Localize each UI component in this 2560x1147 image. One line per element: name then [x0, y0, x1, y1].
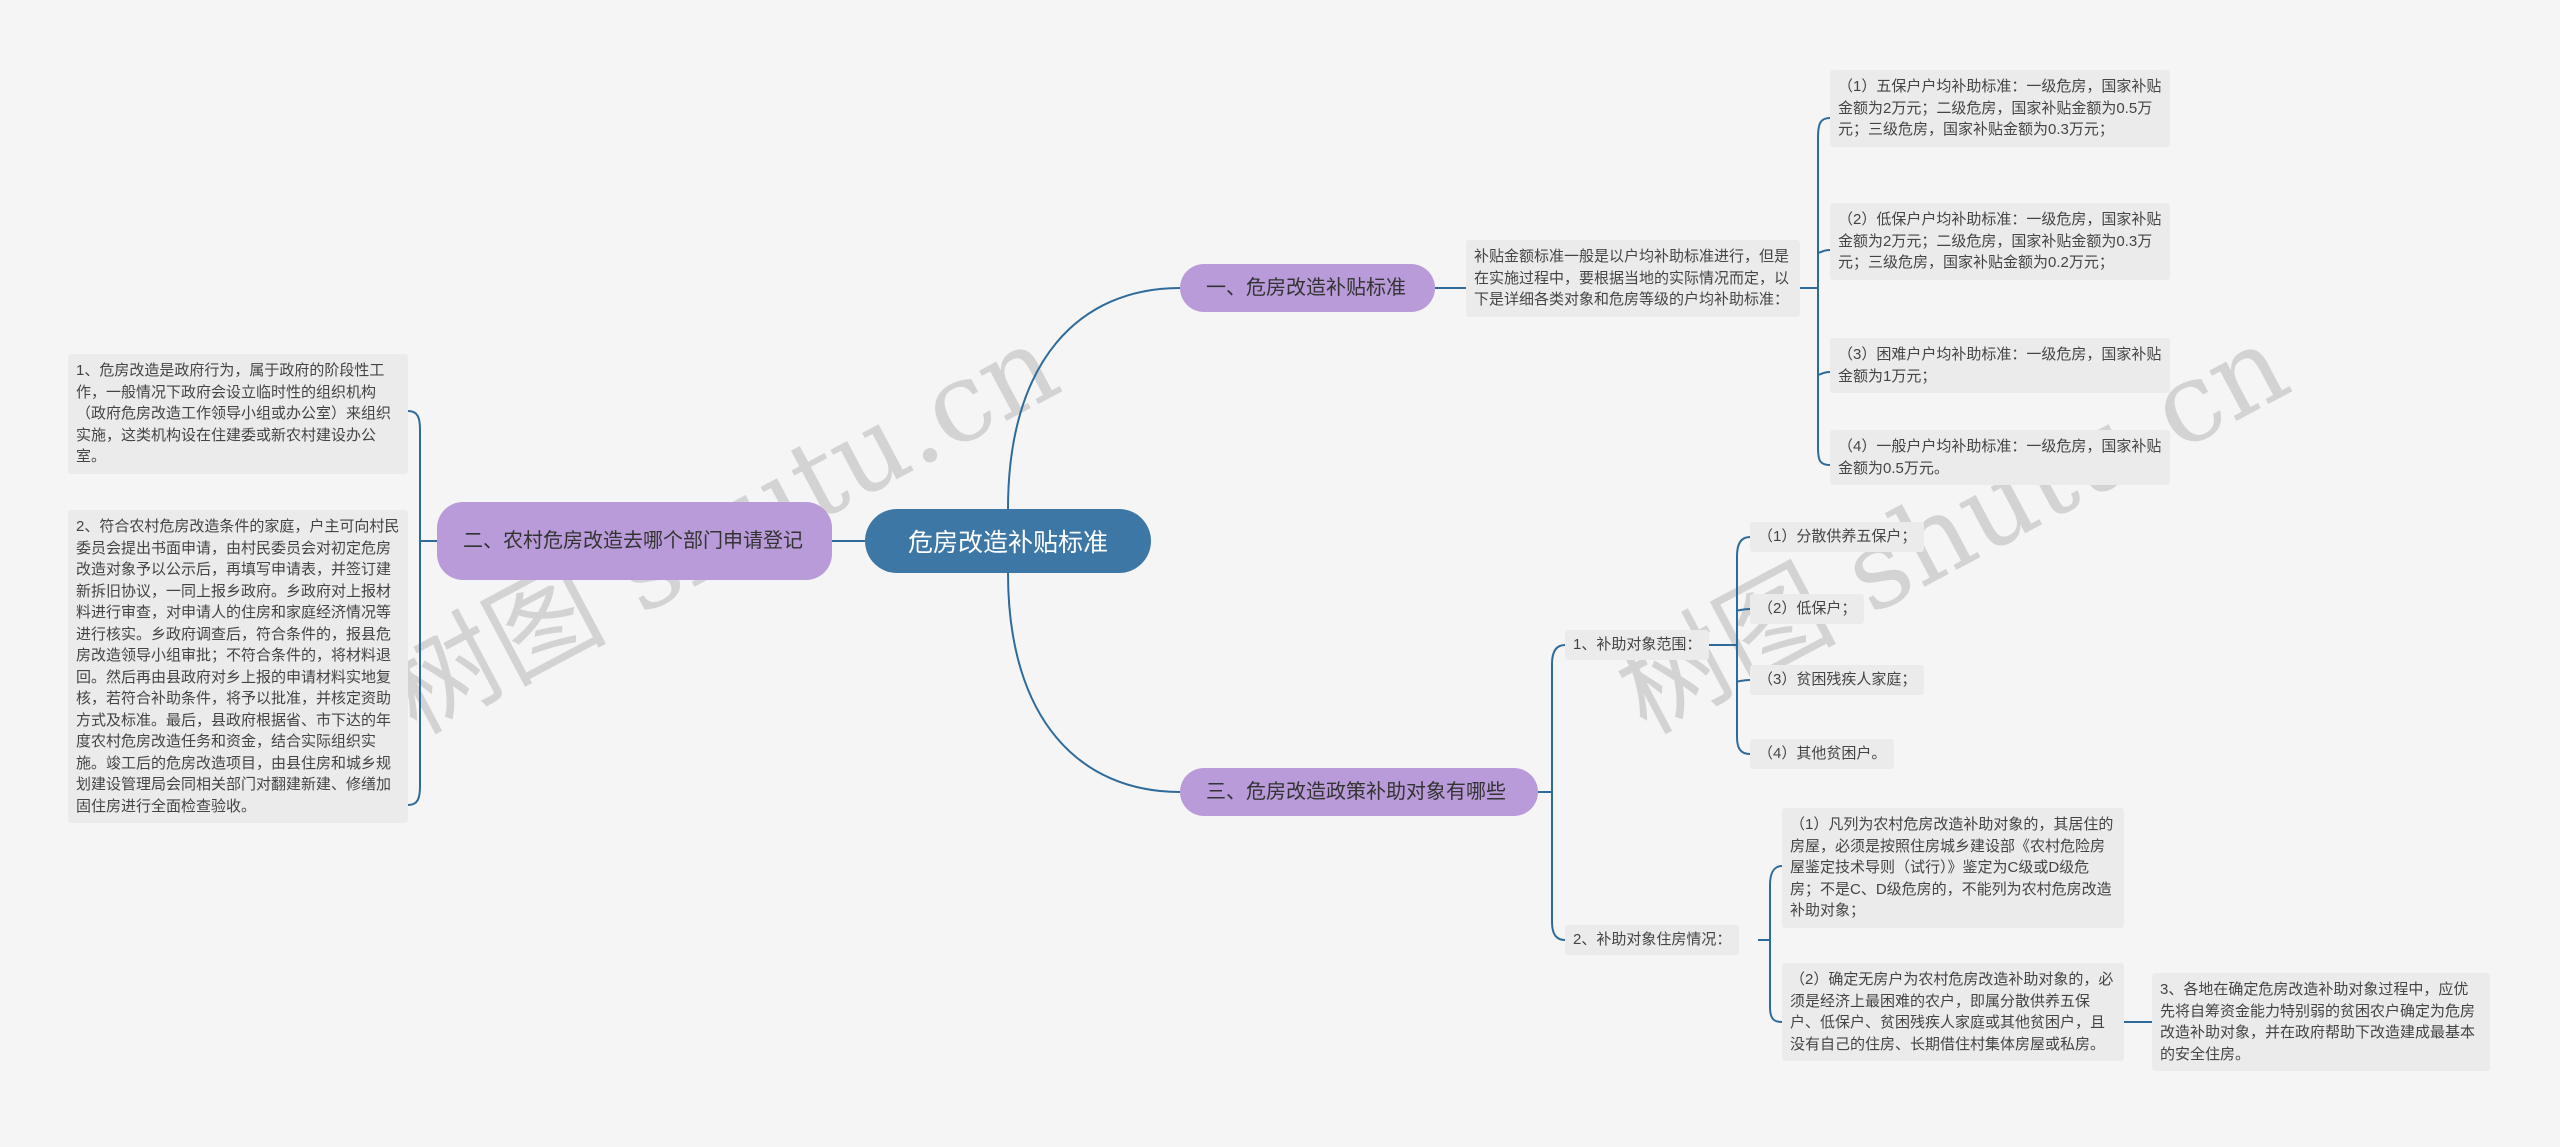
scope-item[interactable]: （3）贫困残疾人家庭；	[1750, 665, 1925, 695]
subsidy-item-card[interactable]: （1）五保户户均补助标准：一级危房，国家补贴金额为2万元；二级危房，国家补贴金额…	[1830, 70, 2170, 147]
subsidy-intro-card[interactable]: 补贴金额标准一般是以户均补助标准进行，但是在实施过程中，要根据当地的实际情况而定…	[1466, 240, 1800, 317]
branch-subsidy-targets[interactable]: 三、危房改造政策补助对象有哪些	[1180, 768, 1538, 816]
subsidy-item-card[interactable]: （4）一般户户均补助标准：一级危房，国家补贴金额为0.5万元。	[1830, 430, 2170, 485]
housing-item-card[interactable]: （1）凡列为农村危房改造补助对象的，其居住的房屋，必须是按照住房城乡建设部《农村…	[1782, 808, 2124, 928]
subsidy-item-card[interactable]: （2）低保户户均补助标准：一级危房，国家补贴金额为2万元；二级危房，国家补贴金额…	[1830, 203, 2170, 280]
subsidy-item-card[interactable]: （3）困难户户均补助标准：一级危房，国家补贴金额为1万元；	[1830, 338, 2170, 393]
housing-note-card[interactable]: 3、各地在确定危房改造补助对象过程中，应优先将自筹资金能力特别弱的贫困农户确定为…	[2152, 973, 2490, 1071]
scope-item[interactable]: （1）分散供养五保户；	[1750, 522, 1925, 552]
housing-label[interactable]: 2、补助对象住房情况：	[1565, 925, 1740, 955]
scope-label[interactable]: 1、补助对象范围：	[1565, 630, 1710, 660]
branch-subsidy-standard[interactable]: 一、危房改造补贴标准	[1180, 264, 1435, 312]
root-topic[interactable]: 危房改造补贴标准	[865, 509, 1151, 573]
application-item-card[interactable]: 1、危房改造是政府行为，属于政府的阶段性工作，一般情况下政府会设立临时性的组织机…	[68, 354, 408, 474]
housing-item-card[interactable]: （2）确定无房户为农村危房改造补助对象的，必须是经济上最困难的农户，即属分散供养…	[1782, 963, 2124, 1061]
scope-item[interactable]: （4）其他贫困户。	[1750, 739, 1895, 769]
branch-application-department[interactable]: 二、农村危房改造去哪个部门申请登记	[437, 502, 832, 580]
scope-item[interactable]: （2）低保户；	[1750, 594, 1865, 624]
application-item-card[interactable]: 2、符合农村危房改造条件的家庭，户主可向村民委员会提出书面申请，由村民委员会对初…	[68, 510, 408, 823]
